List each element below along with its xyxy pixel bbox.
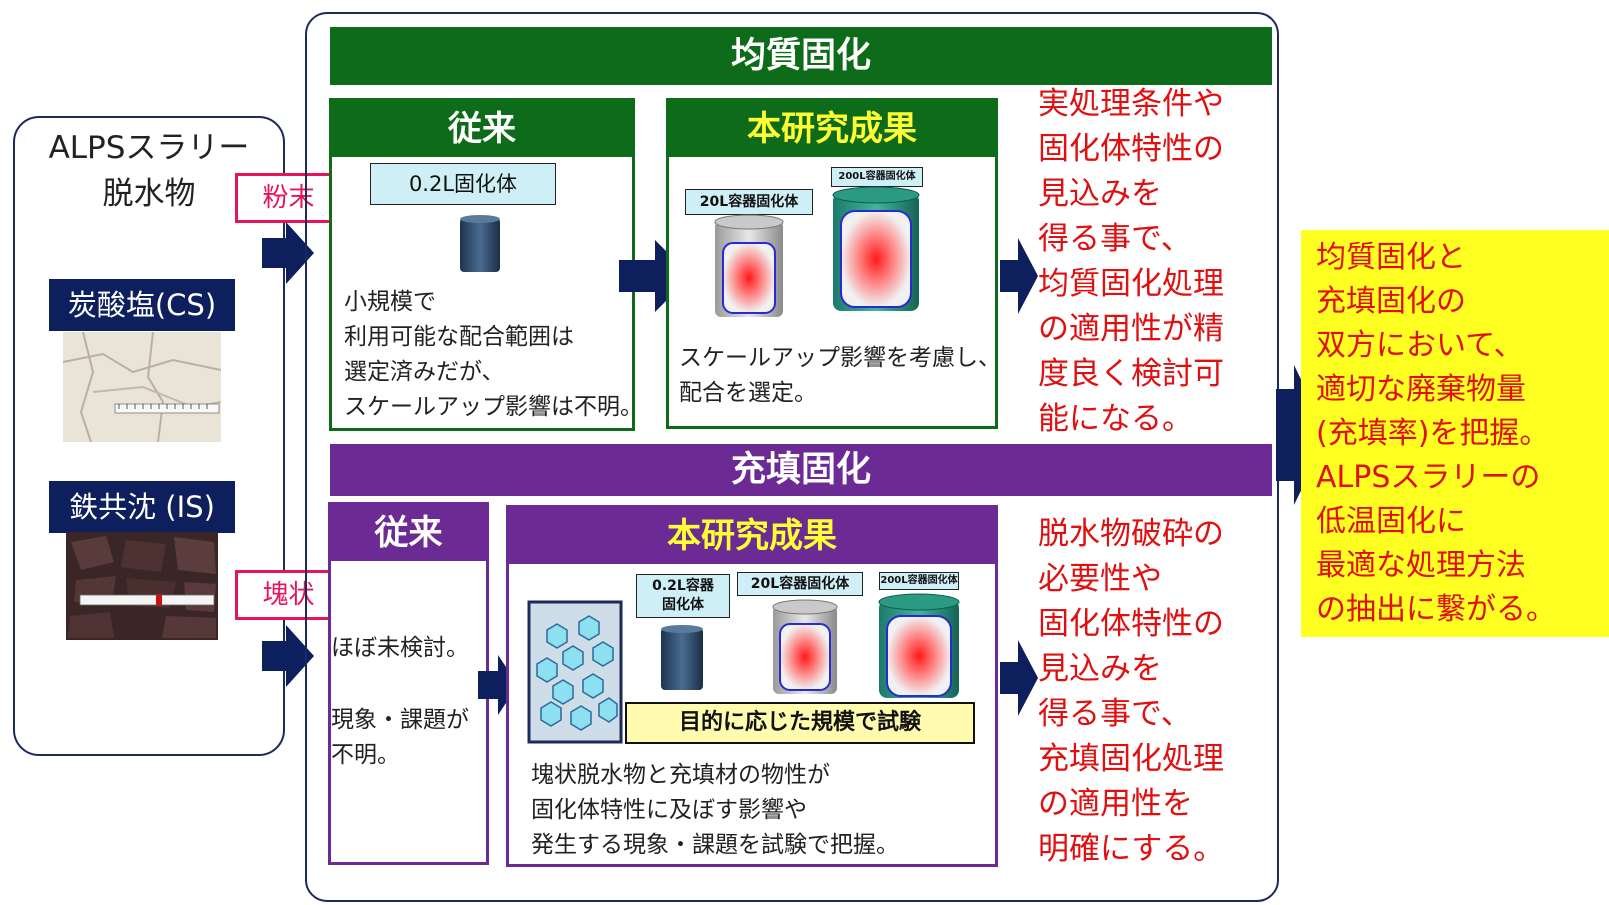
- conclusion-text: 均質固化と 充填固化の 双方において、 適切な廃棄物量 (充填率)を把握。 AL…: [1316, 240, 1556, 627]
- filling-solidification-band: 充填固化: [330, 444, 1272, 496]
- sample-caption-200l: 200L容器固化体: [879, 572, 959, 590]
- source-title-line2: 脱水物: [102, 176, 196, 212]
- uniform-conventional-header: 従来: [332, 101, 632, 157]
- pail-icon: [772, 599, 838, 694]
- uniform-result-text: スケールアップ影響を考慮し、 配合を選定。: [679, 345, 1001, 406]
- sample-caption-200l: 200L容器固化体: [831, 167, 923, 187]
- cylinder-sample-icon: [661, 625, 703, 690]
- conclusion-highlight: [1301, 230, 1609, 637]
- carbonate-label: 炭酸塩(CS): [49, 279, 235, 331]
- pail-icon: [714, 214, 784, 317]
- filling-outcome-text: 脱水物破砕の 必要性や 固化体特性の 見込みを 得る事で、 充填固化処理 の適用…: [1038, 516, 1225, 867]
- filling-result-box: 本研究成果 0.2L容器 固化体 20L容器固化体 200L容器固化体 塊状脱水…: [506, 505, 998, 867]
- powder-tag: 粉末: [235, 173, 342, 223]
- arrow-right-icon: [1000, 238, 1038, 314]
- test-scale-label: 目的に応じた規模で試験: [625, 702, 975, 744]
- drum-icon: [832, 186, 920, 311]
- sample-caption-02l: 0.2L容器 固化体: [636, 574, 730, 618]
- filling-result-text: 塊状脱水物と充填材の物性が 固化体特性に及ぼす影響や 発生する現象・課題を試験で…: [531, 762, 899, 858]
- iron-coprecip-photo: [66, 532, 218, 640]
- filling-result-header: 本研究成果: [509, 508, 995, 564]
- filling-conventional-header: 従来: [331, 505, 486, 561]
- carbonate-photo: [63, 332, 221, 442]
- arrow-right-icon: [262, 625, 314, 687]
- sample-caption-20l: 20L容器固化体: [685, 189, 813, 215]
- source-title-line1: ALPSスラリー: [48, 130, 250, 166]
- drum-icon: [878, 593, 960, 698]
- uniform-conventional-text: 小規模で 利用可能な配合範囲は 選定済みだが、 スケールアップ影響は不明。: [344, 289, 643, 420]
- hexagon-fill-icon: [527, 600, 623, 744]
- uniform-conventional-box: 従来 0.2L固化体 小規模で 利用可能な配合範囲は 選定済みだが、 スケールア…: [329, 98, 643, 431]
- arrow-right-icon: [262, 222, 314, 284]
- cylinder-sample-icon: [460, 215, 500, 272]
- uniform-result-box: 本研究成果 20L容器固化体 200L容器固化体 スケールアップ影響を考慮し、 …: [666, 98, 1001, 429]
- source-title: ALPSスラリー 脱水物: [13, 125, 285, 217]
- uniform-outcome-text: 実処理条件や 固化体特性の 見込みを 得る事で、 均質固化処理 の適用性が精 度…: [1038, 86, 1224, 437]
- arrow-right-icon: [1000, 640, 1038, 716]
- sample-caption-20l: 20L容器固化体: [737, 572, 863, 596]
- uniform-result-header: 本研究成果: [669, 101, 995, 157]
- filling-conventional-box: 従来 ほぼ未検討。 現象・課題が 不明。: [328, 502, 489, 865]
- filling-conventional-text1: ほぼ未検討。: [331, 635, 469, 661]
- filling-conventional-text2: 現象・課題が 不明。: [331, 707, 469, 768]
- sample-caption-02l: 0.2L固化体: [370, 163, 556, 205]
- uniform-solidification-band: 均質固化: [330, 27, 1272, 85]
- iron-coprecip-label: 鉄共沈 (IS): [49, 481, 235, 533]
